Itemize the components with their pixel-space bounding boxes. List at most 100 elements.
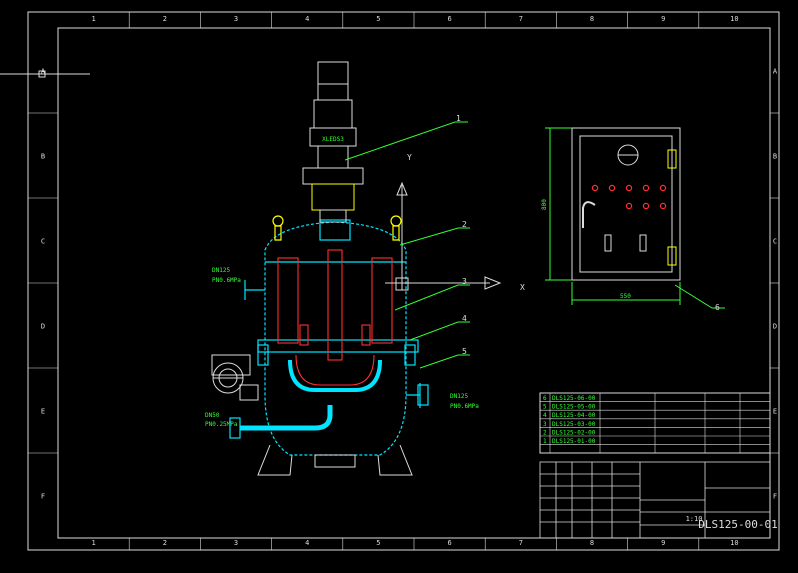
- nozzle-2-line1: DN50: [205, 412, 220, 419]
- indicator-lamp: [625, 202, 633, 210]
- part-number: 5: [543, 404, 547, 411]
- panel-indicator-lamps: [591, 184, 667, 210]
- part-number: 2: [543, 429, 547, 436]
- zone-row-C-left: C: [41, 238, 45, 246]
- outlet-flange: [229, 417, 241, 439]
- filter-elements: [277, 249, 393, 386]
- center-shaft: [327, 249, 343, 361]
- parts-row: 6 DLS125-06-00: [543, 395, 596, 402]
- leader-5: 5: [462, 347, 467, 356]
- drawing-scale: 1:10: [686, 515, 703, 523]
- panel-outer: [571, 127, 681, 281]
- motor-nameplate-text: XLEDS3: [322, 136, 344, 143]
- panel-door: [579, 135, 673, 273]
- leader-3: 3: [462, 277, 467, 286]
- valve-actuator: [211, 354, 259, 401]
- title-block: [539, 461, 771, 539]
- zone-col-2-bottom: 2: [163, 539, 167, 547]
- zone-col-2-top: 2: [163, 15, 167, 23]
- zone-row-E-right: E: [773, 408, 777, 416]
- zone-row-B-right: B: [773, 153, 777, 161]
- part-code: DLS125-01-00: [552, 438, 596, 445]
- left-nozzle: [244, 280, 265, 300]
- leader-2: 2: [462, 220, 467, 229]
- leader-1: 1: [456, 114, 461, 123]
- x-arrowhead: [484, 276, 502, 290]
- zone-row-A-right: A: [773, 68, 778, 76]
- motor-body: [313, 99, 353, 129]
- zone-col-4-top: 4: [305, 15, 309, 23]
- zone-row-F-right: F: [773, 493, 777, 501]
- part-code: DLS125-05-00: [552, 404, 596, 411]
- zone-row-C-right: C: [773, 238, 777, 246]
- zone-col-5-bottom: 5: [376, 539, 380, 547]
- parts-row: 3 DLS125-03-00: [543, 421, 596, 428]
- element-right: [371, 257, 393, 344]
- outer-frame: [27, 11, 780, 551]
- element-left: [277, 257, 299, 344]
- part-number: 4: [543, 412, 547, 419]
- control-panel: [545, 127, 681, 305]
- red-elbow: [295, 354, 375, 386]
- indicator-lamp: [642, 184, 650, 192]
- panel-width-dim: 550: [620, 293, 631, 300]
- zone-col-8-top: 8: [590, 15, 594, 23]
- zone-col-3-bottom: 3: [234, 539, 238, 547]
- nozzle-3-line2: PN0.6MPa: [450, 403, 479, 410]
- zone-row-F-left: F: [41, 493, 45, 501]
- y-arrowhead: [396, 181, 408, 196]
- right-clamp: [404, 344, 416, 366]
- indicator-lamp: [659, 184, 667, 192]
- nozzle-2-line2: PN0.25MPa: [205, 421, 238, 428]
- zone-row-B-left: B: [41, 153, 45, 161]
- zone-col-7-bottom: 7: [519, 539, 523, 547]
- drawing-number: DLS125-00-01: [698, 518, 777, 531]
- part-code: DLS125-02-00: [552, 429, 596, 436]
- vessel-legs: [257, 444, 413, 476]
- motor-assembly: [302, 61, 364, 223]
- mid-flange: [257, 339, 419, 353]
- zone-col-8-bottom: 8: [590, 539, 594, 547]
- gearbox: [302, 167, 364, 185]
- nozzle-1-line2: PN0.6MPa: [212, 277, 241, 284]
- nozzle-3-line1: DN125: [450, 393, 468, 400]
- red-bracket-r: [361, 324, 371, 346]
- red-bracket-l: [299, 324, 309, 346]
- zone-row-D-right: D: [773, 323, 777, 331]
- zone-col-3-top: 3: [234, 15, 238, 23]
- zone-col-5-top: 5: [376, 15, 380, 23]
- coupling-housing: [311, 183, 355, 211]
- vessel-shell: [264, 221, 407, 456]
- part-number: 6: [543, 395, 547, 402]
- leader-4: 4: [462, 314, 467, 323]
- axis-origin-box: [395, 277, 409, 291]
- right-flange: [417, 384, 429, 406]
- y-axis-label: Y: [407, 153, 412, 162]
- part-code: DLS125-06-00: [552, 395, 596, 402]
- part-number: 3: [543, 421, 547, 428]
- parts-row: 2 DLS125-02-00: [543, 429, 596, 436]
- zone-col-6-top: 6: [447, 15, 451, 23]
- indicator-lamp: [591, 184, 599, 192]
- zone-col-1-bottom: 1: [91, 539, 95, 547]
- zone-row-E-left: E: [41, 408, 45, 416]
- zone-col-9-bottom: 9: [661, 539, 665, 547]
- zone-col-6-bottom: 6: [447, 539, 451, 547]
- zone-col-10-top: 10: [730, 15, 738, 23]
- leader-numbers: 1 2 3 4 5 6: [456, 114, 720, 356]
- indicator-lamp: [625, 184, 633, 192]
- panel-height-dim: 800: [541, 199, 548, 210]
- zone-col-1-top: 1: [91, 15, 95, 23]
- part-code: DLS125-03-00: [552, 421, 596, 428]
- indicator-lamp: [608, 184, 616, 192]
- motor-fan-cover: [317, 61, 349, 85]
- zone-col-9-top: 9: [661, 15, 665, 23]
- zone-row-A-left: A: [41, 68, 46, 76]
- lifting-lugs: [272, 215, 402, 241]
- zone-row-D-left: D: [41, 323, 45, 331]
- leader-6: 6: [715, 303, 720, 312]
